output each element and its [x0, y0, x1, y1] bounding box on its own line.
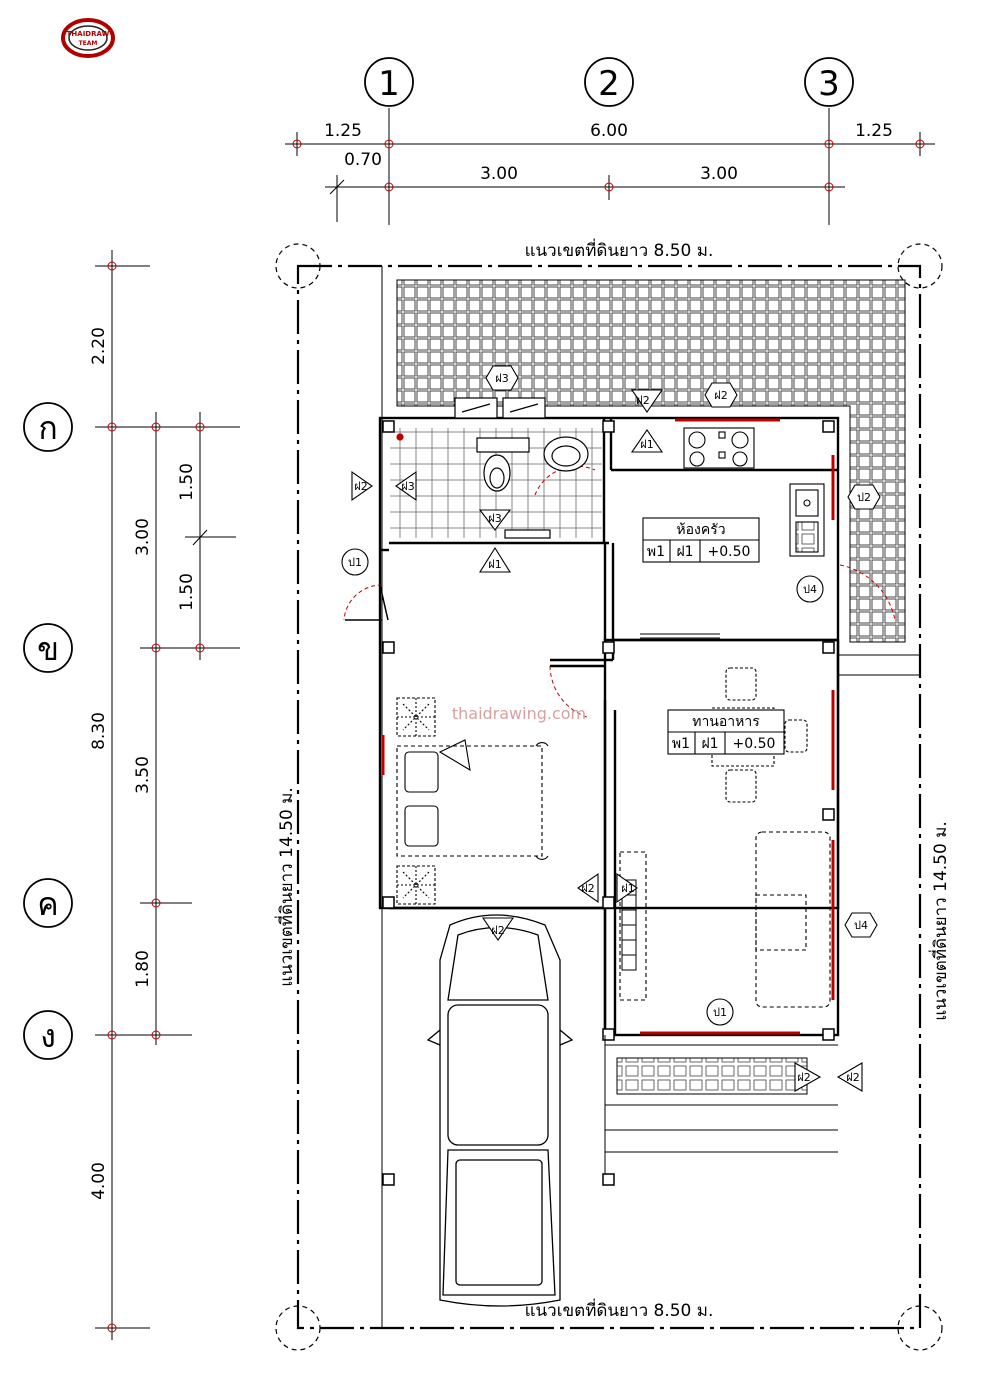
tag-w2-left: ฝ2 [354, 480, 367, 493]
dim-overhang-right: 1.25 [855, 121, 893, 141]
tag-w2-hex-top: ฝ2 [714, 389, 727, 402]
grid-label-1: 1 [378, 64, 400, 104]
grid-bubble-3 [804, 57, 854, 107]
tag-w1-stair: ฝ1 [621, 882, 634, 895]
top-dimension-ticks [292, 139, 925, 192]
dim-offset: 0.70 [344, 150, 382, 170]
window-openings [381, 418, 835, 1035]
dim-seg-1: 3.00 [133, 518, 153, 556]
left-dimension-ticks [107, 261, 205, 1333]
grid-bubble-kho-khwai [23, 878, 73, 928]
grid-bubble-2 [584, 57, 634, 107]
dim-overhang-left: 1.25 [324, 121, 362, 141]
grid-label-2: 2 [598, 64, 620, 104]
structural-columns [382, 420, 835, 1186]
dining-label-box [667, 709, 785, 755]
roof-tile-area [381, 266, 920, 1328]
boundary-label-right: แนวเขตที่ดินยาว 14.50 ม. [928, 821, 951, 1021]
boundary-label-bottom: แนวเขตที่ดินยาว 8.50 ม. [525, 1298, 714, 1321]
boundary-label-top: แนวเขตที่ดินยาว 8.50 ม. [525, 238, 714, 261]
logo-text-line2: TEAM [79, 40, 98, 47]
dim-seg-2: 3.50 [133, 756, 153, 794]
dim-sub-1: 1.50 [177, 463, 197, 501]
dim-seg-3: 1.80 [133, 950, 153, 988]
tag-w3-top: ฝ3 [495, 372, 508, 385]
grid-bubble-1 [364, 57, 414, 107]
boundary-corner-arcs [275, 243, 943, 1351]
living-furniture [619, 831, 831, 1008]
tag-w1-kitchen-top: ฝ1 [640, 438, 653, 451]
tag-w1-bath: ฝ1 [488, 558, 501, 571]
bedroom-furniture [396, 697, 549, 905]
tag-w-kitchen-tri: ฝ2 [636, 394, 649, 407]
grid-column-bubbles [364, 57, 854, 107]
grid-label-3: 3 [818, 64, 840, 104]
dining-level: +0.50 [733, 736, 776, 752]
left-dimension-lines [95, 250, 240, 1340]
tag-d1-left: ป1 [348, 556, 362, 569]
dining-ceiling-code: ฝ1 [701, 736, 718, 752]
kitchen-fixtures [640, 427, 825, 639]
grid-label-kho: ข [37, 630, 59, 668]
dim-sub-2: 1.50 [177, 573, 197, 611]
tag-w2-steps-out: ฝ2 [846, 1071, 859, 1084]
dim-span-total: 6.00 [590, 121, 628, 141]
grid-bubble-kho [23, 623, 73, 673]
kitchen-floor-code: พ1 [647, 544, 665, 560]
bathroom-fixtures [396, 397, 589, 539]
dim-total: 8.30 [89, 712, 109, 750]
kitchen-label-box [642, 517, 760, 563]
tag-w2-bed: ฝ2 [581, 882, 594, 895]
dim-bottom-margin: 4.00 [89, 1162, 109, 1200]
tag-w3-bath: ฝ3 [488, 512, 501, 525]
room-name-kitchen: ห้องครัว [676, 522, 725, 538]
front-steps [604, 1035, 838, 1174]
tag-shapes [341, 365, 881, 1092]
watermark: thaidrawing.com [452, 704, 586, 723]
tag-d4-living: ป4 [854, 919, 868, 932]
boundary-label-left: แนวเขตที่ดินยาว 14.50 ม. [274, 787, 297, 987]
door-leaves [345, 584, 389, 621]
staircase [621, 879, 637, 971]
kitchen-level: +0.50 [708, 544, 751, 560]
grid-bubble-ko [23, 402, 73, 452]
logo: THAIDRAW TEAM [61, 18, 115, 58]
property-boundary [296, 264, 922, 1330]
logo-text-line1: THAIDRAW [67, 30, 110, 38]
grid-label-ko: ก [38, 409, 57, 447]
house-walls [378, 416, 840, 1037]
tag-w3-left: ฝ3 [401, 480, 414, 493]
tag-d4-kitchen: ป4 [803, 583, 817, 596]
dining-floor-code: พ1 [672, 736, 690, 752]
tag-d2-right: ป2 [857, 491, 871, 504]
room-name-dining: ทานอาหาร [692, 714, 760, 730]
tag-d1-living: ป1 [713, 1006, 727, 1019]
kitchen-ceiling-code: ฝ1 [676, 544, 693, 560]
grid-label-kho-khwai: ค [37, 885, 58, 923]
grid-label-ngo: ง [40, 1017, 56, 1055]
grid-row-bubbles [23, 402, 73, 1060]
grid-bubble-ngo [23, 1010, 73, 1060]
car-icon [426, 914, 574, 1307]
dim-span-a: 3.00 [480, 164, 518, 184]
tag-w2-garage: ฝ2 [491, 924, 504, 937]
tag-w2-steps: ฝ2 [797, 1071, 810, 1084]
dim-span-b: 3.00 [700, 164, 738, 184]
dim-top-margin: 2.20 [89, 327, 109, 365]
